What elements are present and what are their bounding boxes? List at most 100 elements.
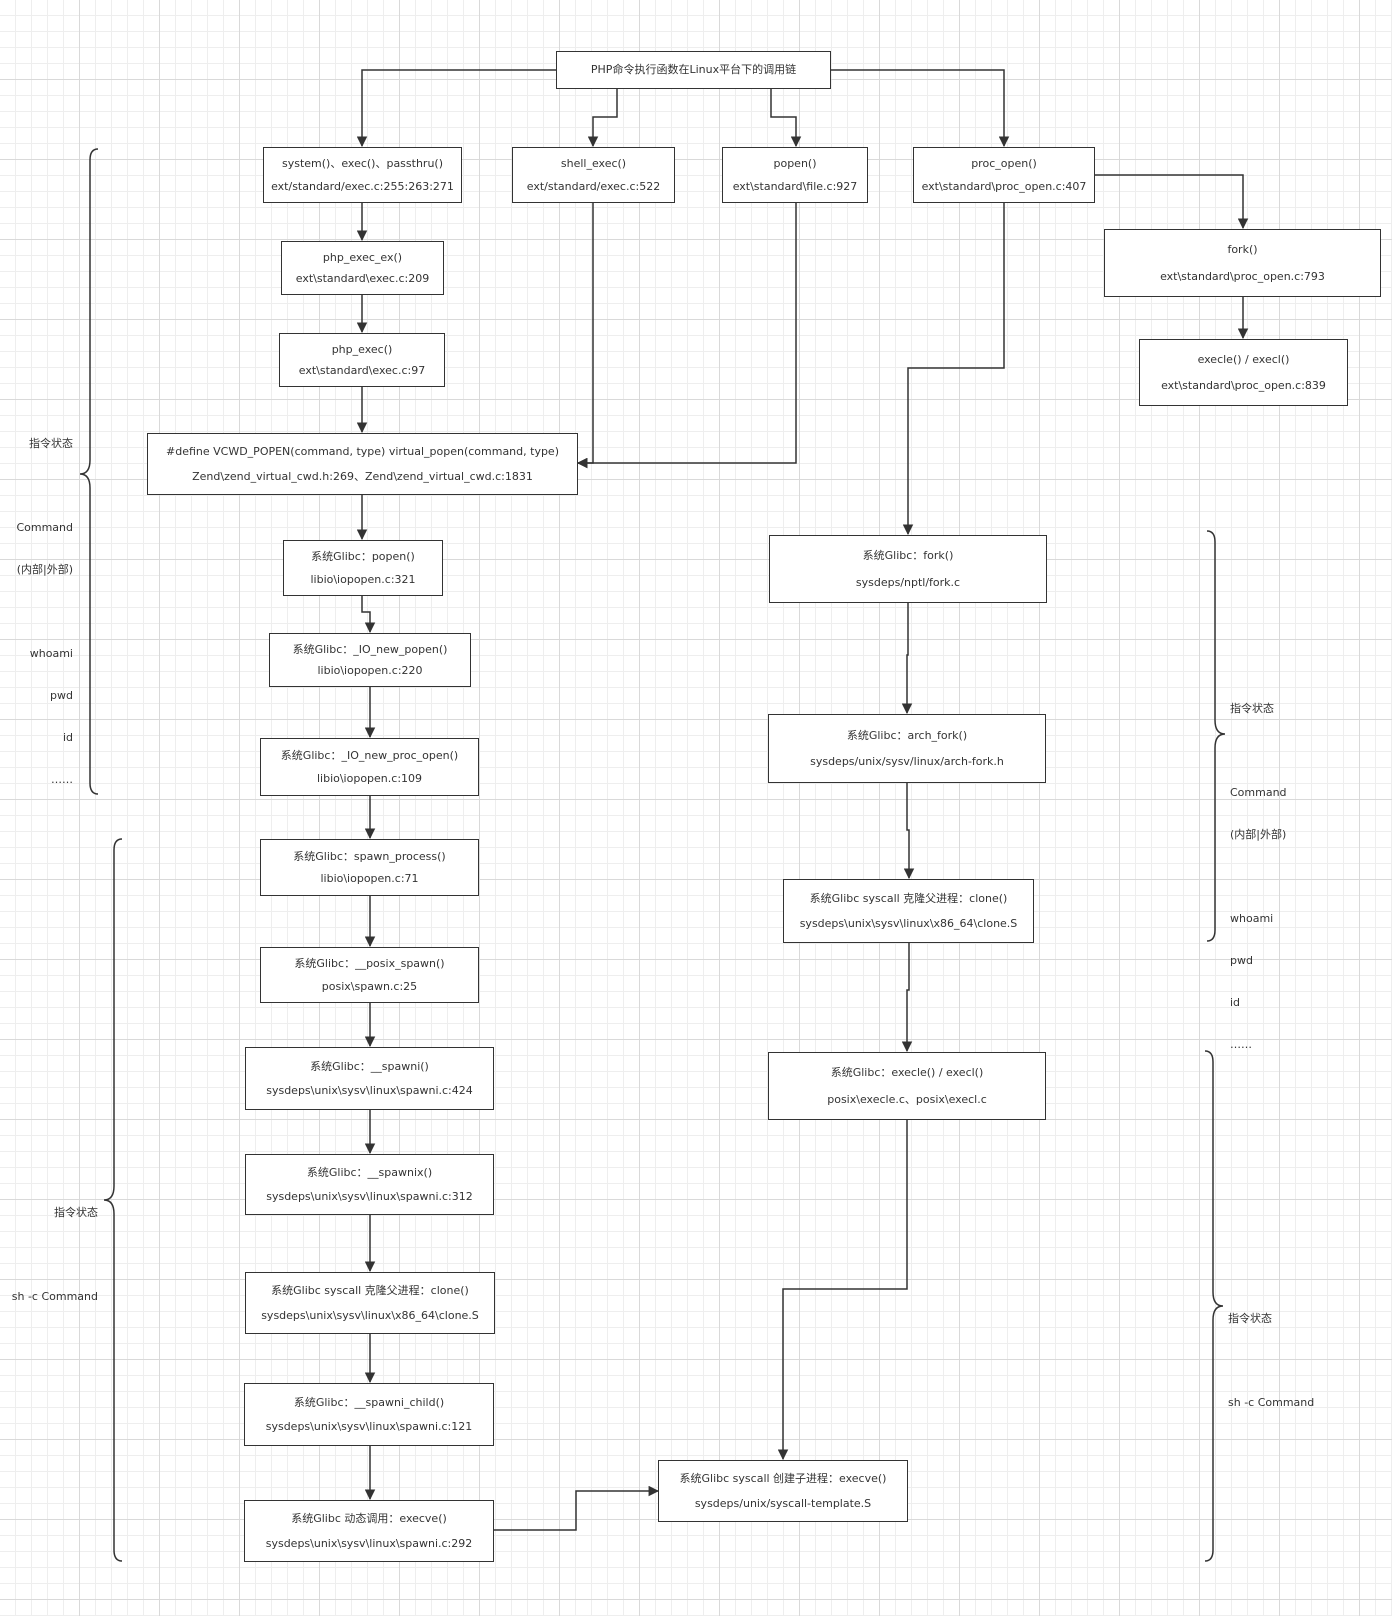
edge-title-system [356,69,556,148]
node-label: proc_open() [971,157,1037,171]
node-label: php_exec_ex() [322,250,403,264]
node-source: ext\standard\proc_open.c:793 [1160,269,1325,283]
node-label: shell_exec() [560,157,627,171]
node-label: 系统Glibc：arch_fork() [846,728,968,742]
brace-left-bottom [103,838,123,1562]
note-line: …… [51,773,73,786]
edge-procopen-fork [1094,174,1249,230]
note-line: …… [1230,1038,1252,1051]
note-line [8,1248,98,1262]
node-label: 系统Glibc syscall 创建子进程：execve() [679,1472,887,1486]
node-php-exec-ex: php_exec_ex() ext\standard\exec.c:209 [281,241,444,295]
note-line [10,605,73,619]
node-source: sysdeps\unix\sysv\linux\spawni.c:312 [266,1189,473,1203]
node-source: libio\iopopen.c:109 [316,771,423,785]
edge-title-popen [770,88,802,148]
node-shell-exec: shell_exec() ext/standard/exec.c:522 [512,147,675,203]
node-source: posix\spawn.c:25 [321,979,418,993]
node-vcwd-popen: #define VCWD_POPEN(command, type) virtua… [147,433,578,495]
node-execve-dynamic: 系统Glibc 动态调用：execve() sysdeps\unix\sysv\… [244,1500,494,1562]
edge-glibcexecle-execvesyscall [777,1119,908,1461]
node-label: execle() / execl() [1197,352,1290,366]
node-source: ext/standard/exec.c:255:263:271 [271,179,454,193]
node-source: libio\iopopen.c:321 [310,572,416,586]
node-source: libio\iopopen.c:220 [317,664,423,678]
node-source: ext/standard/exec.c:522 [526,179,661,193]
note-line: Command [1230,786,1287,799]
node-execle: execle() / execl() ext\standard\proc_ope… [1139,339,1348,406]
node-execve-syscall: 系统Glibc syscall 创建子进程：execve() sysdeps/u… [658,1460,908,1522]
note-line: 指令状态 [29,437,73,450]
edge-glibcfork-archfork [901,602,913,715]
node-clone-left: 系统Glibc syscall 克隆父进程：clone() sysdeps\un… [245,1272,495,1334]
node-glibc-execle: 系统Glibc：execle() / execl() posix\execle.… [768,1052,1046,1120]
note-line: (内部|外部) [16,563,73,576]
node-source: sysdeps\unix\sysv\linux\x86_64\clone.S [799,916,1018,930]
note-line: whoami [1230,912,1274,925]
note-right-top: 指令状态 Command (内部|外部) whoami pwd id …… [1230,674,1310,1080]
node-fork: fork() ext\standard\proc_open.c:793 [1104,229,1381,297]
node-label: 系统Glibc：__spawni() [310,1059,429,1073]
node-source: ext\standard\exec.c:209 [295,272,430,286]
note-line: pwd [1230,954,1253,967]
node-label: #define VCWD_POPEN(command, type) virtua… [166,445,559,459]
node-source: sysdeps\unix\sysv\linux\spawni.c:424 [266,1084,473,1098]
node-label: 系统Glibc：popen() [311,550,415,564]
node-label: 系统Glibc：_IO_new_proc_open() [280,748,459,762]
edge-cloneright-glibcexecle [901,942,913,1053]
node-glibc-fork: 系统Glibc：fork() sysdeps/nptl/fork.c [769,535,1047,603]
note-line [1230,744,1310,758]
node-popen: popen() ext\standard\file.c:927 [722,147,868,203]
node-source: posix\execle.c、posix\execl.c [827,1092,987,1106]
node-source: ext\standard\proc_open.c:407 [921,179,1087,193]
note-line: sh -c Command [11,1290,98,1303]
node-glibc-popen: 系统Glibc：popen() libio\iopopen.c:321 [283,540,443,596]
node-label: fork() [1227,243,1258,257]
edge-glibcpopen-ionewpopen [361,595,376,634]
node-source: ext\standard\file.c:927 [732,179,858,193]
brace-right-bottom [1204,1050,1224,1562]
note-left-top: 指令状态 Command (内部|外部) whoami pwd id …… [10,409,73,815]
node-source: libio\iopopen.c:71 [320,872,419,886]
node-label: 系统Glibc 动态调用：execve() [291,1512,447,1526]
node-label: 系统Glibc syscall 克隆父进程：clone() [809,891,1008,905]
note-line: 指令状态 [1228,1312,1272,1325]
note-line: sh -c Command [1228,1396,1315,1409]
note-line: id [62,731,73,744]
node-spawni: 系统Glibc：__spawni() sysdeps\unix\sysv\lin… [245,1047,494,1110]
node-label: 系统Glibc：__spawnix() [306,1165,433,1179]
node-source: sysdeps\unix\sysv\linux\spawni.c:292 [265,1536,473,1550]
note-line: 指令状态 [1230,702,1274,715]
note-line [1230,870,1310,884]
node-source: sysdeps/unix/sysv/linux/arch-fork.h [810,755,1004,769]
node-system-exec: system()、exec()、passthru() ext/standard/… [263,147,462,203]
edge-popen-vcwd [576,202,797,469]
node-source: sysdeps\unix\sysv\linux\spawni.c:121 [265,1420,473,1434]
note-line: id [1230,996,1241,1009]
node-spawnix: 系统Glibc：__spawnix() sysdeps\unix\sysv\li… [245,1154,494,1215]
note-line: Command [16,521,73,534]
note-line [1228,1354,1328,1368]
node-posix-spawn: 系统Glibc：__posix_spawn() posix\spawn.c:25 [260,947,479,1003]
node-source: ext\standard\proc_open.c:839 [1161,378,1326,392]
node-source: sysdeps/nptl/fork.c [855,575,961,589]
edge-title-shell [587,88,618,148]
edge-shell-vcwd [576,202,594,469]
node-spawni-child: 系统Glibc：__spawni_child() sysdeps\unix\sy… [244,1383,494,1446]
node-source: Zend\zend_virtual_cwd.h:269、Zend\zend_vi… [192,469,533,483]
edge-execvedynamic-execvesyscall [494,1485,660,1531]
node-proc-open: proc_open() ext\standard\proc_open.c:407 [913,147,1095,203]
title-text: PHP命令执行函数在Linux平台下的调用链 [590,63,797,77]
node-source: sysdeps/unix/syscall-template.S [694,1496,872,1510]
node-label: 系统Glibc：_IO_new_popen() [292,642,448,656]
node-io-new-proc-open: 系统Glibc：_IO_new_proc_open() libio\iopope… [260,738,479,796]
node-label: 系统Glibc：spawn_process() [293,849,446,863]
note-line: whoami [29,647,73,660]
note-line: (内部|外部) [1230,828,1287,841]
node-arch-fork: 系统Glibc：arch_fork() sysdeps/unix/sysv/li… [768,714,1046,783]
note-right-bottom: 指令状态 sh -c Command [1228,1284,1328,1438]
node-php-exec: php_exec() ext\standard\exec.c:97 [279,333,445,387]
edge-title-proc-open [831,69,1010,148]
note-left-bottom: 指令状态 sh -c Command [8,1178,98,1332]
edge-archfork-cloneright [903,782,915,880]
